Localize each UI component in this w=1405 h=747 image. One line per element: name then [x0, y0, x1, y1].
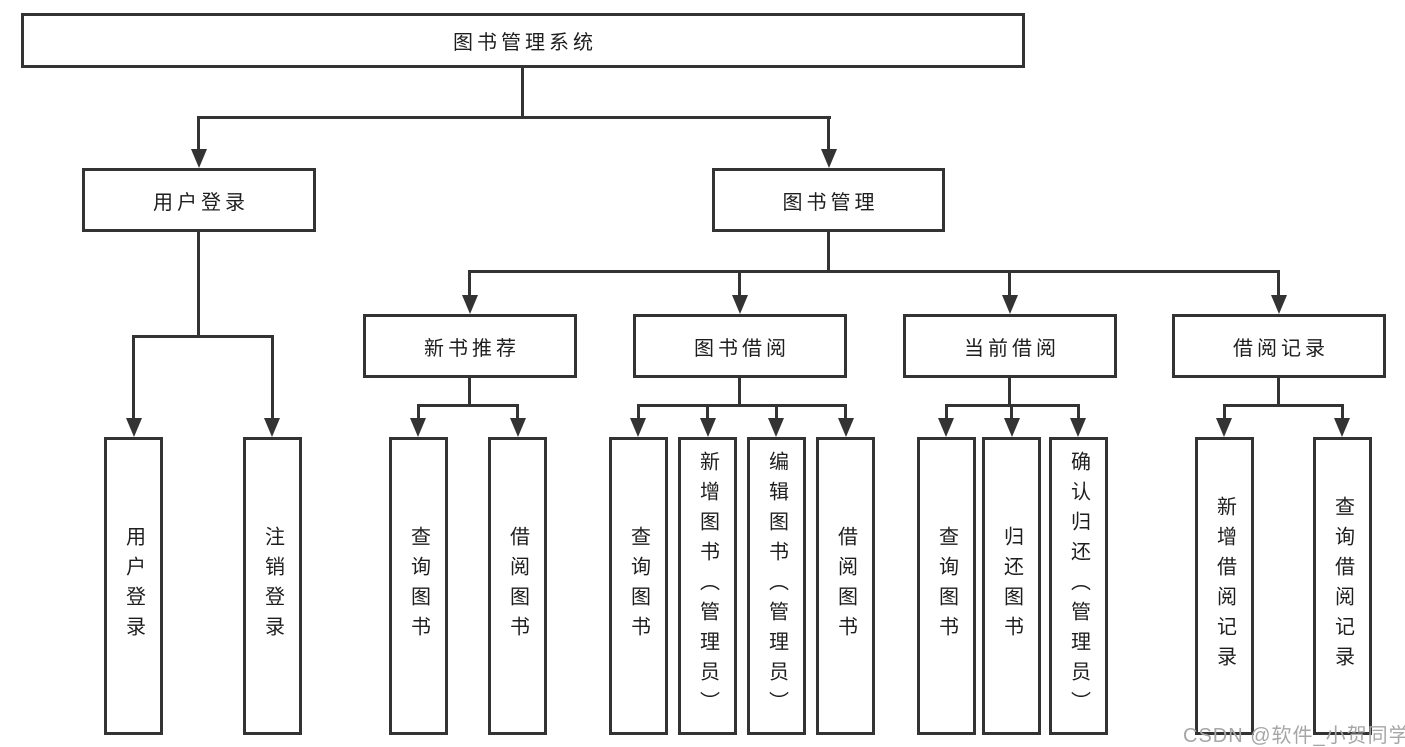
leaf-add-book-admin-label: 新增图书（管理员） — [696, 451, 719, 721]
node-book-borrow: 图书借阅 — [633, 314, 847, 378]
arrow-down-icon — [1334, 418, 1350, 437]
leaf-add-borrow-record-label: 新增借阅记录 — [1213, 496, 1236, 676]
connector-line — [468, 270, 471, 298]
connector-line — [1008, 378, 1011, 407]
arrow-down-icon — [821, 149, 837, 168]
connector-line — [637, 404, 640, 421]
leaf-query-book-1-label: 查询图书 — [407, 526, 430, 646]
leaf-return-book: 归还图书 — [982, 437, 1041, 735]
connector-line — [706, 404, 709, 421]
node-book-management-label: 图书管理 — [782, 191, 879, 214]
connector-line — [197, 116, 831, 119]
node-book-management: 图书管理 — [712, 168, 945, 232]
arrow-down-icon — [1070, 418, 1086, 437]
leaf-logout-label: 注销登录 — [261, 526, 284, 646]
csdn-watermark: CSDN @软件_小贺同学 — [1183, 725, 1405, 747]
leaf-user-login-label: 用户登录 — [122, 526, 145, 646]
arrow-down-icon — [938, 418, 954, 437]
leaf-query-borrow-record-label: 查询借阅记录 — [1331, 496, 1354, 676]
node-current-borrow-label: 当前借阅 — [964, 337, 1060, 360]
node-user-login-label: 用户登录 — [153, 191, 249, 214]
connector-line — [1223, 404, 1226, 421]
node-user-login: 用户登录 — [82, 168, 316, 232]
leaf-edit-book-admin-label: 编辑图书（管理员） — [765, 451, 788, 721]
node-new-book-recommend-label: 新书推荐 — [424, 337, 520, 360]
leaf-borrow-book-2: 借阅图书 — [816, 437, 875, 735]
connector-line — [1010, 404, 1013, 421]
leaf-return-book-label: 归还图书 — [1000, 526, 1023, 646]
node-root-label: 图书管理系统 — [453, 32, 597, 54]
node-root: 图书管理系统 — [21, 13, 1025, 68]
arrow-down-icon — [732, 295, 748, 314]
connector-line — [738, 270, 741, 298]
arrow-down-icon — [410, 418, 426, 437]
arrow-down-icon — [191, 149, 207, 168]
node-borrow-record: 借阅记录 — [1172, 314, 1386, 378]
leaf-query-book-1: 查询图书 — [389, 437, 448, 735]
arrow-down-icon — [126, 418, 142, 437]
connector-line — [417, 404, 519, 407]
arrow-down-icon — [1216, 418, 1232, 437]
connector-line — [521, 68, 524, 117]
connector-line — [1341, 404, 1344, 421]
leaf-add-book-admin: 新增图书（管理员） — [678, 437, 737, 735]
arrow-down-icon — [264, 418, 280, 437]
arrow-down-icon — [1004, 418, 1020, 437]
arrow-down-icon — [768, 418, 784, 437]
leaf-confirm-return-admin-label: 确认归还（管理员） — [1067, 451, 1090, 721]
arrow-down-icon — [838, 418, 854, 437]
leaf-borrow-book-2-label: 借阅图书 — [834, 526, 857, 646]
leaf-query-book-2-label: 查询图书 — [627, 526, 650, 646]
arrow-down-icon — [462, 295, 478, 314]
connector-line — [132, 335, 135, 421]
leaf-user-login: 用户登录 — [104, 437, 163, 735]
connector-line — [827, 116, 830, 152]
connector-line — [1077, 404, 1080, 421]
node-book-borrow-label: 图书借阅 — [694, 337, 790, 360]
arrow-down-icon — [630, 418, 646, 437]
connector-line — [827, 232, 830, 273]
connector-line — [468, 378, 471, 407]
arrow-down-icon — [1271, 295, 1287, 314]
connector-line — [1008, 270, 1011, 298]
connector-line — [1277, 378, 1280, 407]
leaf-borrow-book-1: 借阅图书 — [488, 437, 547, 735]
connector-line — [844, 404, 847, 421]
connector-line — [738, 378, 741, 407]
connector-line — [468, 270, 1280, 273]
arrow-down-icon — [700, 418, 716, 437]
connector-line — [271, 335, 274, 421]
connector-line — [1277, 270, 1280, 298]
leaf-borrow-book-1-label: 借阅图书 — [506, 526, 529, 646]
arrow-down-icon — [1002, 295, 1018, 314]
leaf-edit-book-admin: 编辑图书（管理员） — [747, 437, 806, 735]
connector-line — [132, 335, 274, 338]
leaf-add-borrow-record: 新增借阅记录 — [1195, 437, 1254, 735]
leaf-query-book-3: 查询图书 — [917, 437, 976, 735]
leaf-query-book-3-label: 查询图书 — [935, 526, 958, 646]
connector-line — [417, 404, 420, 421]
node-borrow-record-label: 借阅记录 — [1233, 337, 1329, 360]
connector-line — [945, 404, 948, 421]
connector-line — [1223, 404, 1344, 407]
leaf-confirm-return-admin: 确认归还（管理员） — [1049, 437, 1108, 735]
node-new-book-recommend: 新书推荐 — [363, 314, 577, 378]
arrow-down-icon — [510, 418, 526, 437]
leaf-query-borrow-record: 查询借阅记录 — [1313, 437, 1372, 735]
connector-line — [637, 404, 847, 407]
connector-line — [197, 116, 200, 152]
node-current-borrow: 当前借阅 — [903, 314, 1117, 378]
leaf-logout: 注销登录 — [243, 437, 302, 735]
leaf-query-book-2: 查询图书 — [609, 437, 668, 735]
connector-line — [197, 232, 200, 338]
connector-line — [516, 404, 519, 421]
connector-line — [775, 404, 778, 421]
